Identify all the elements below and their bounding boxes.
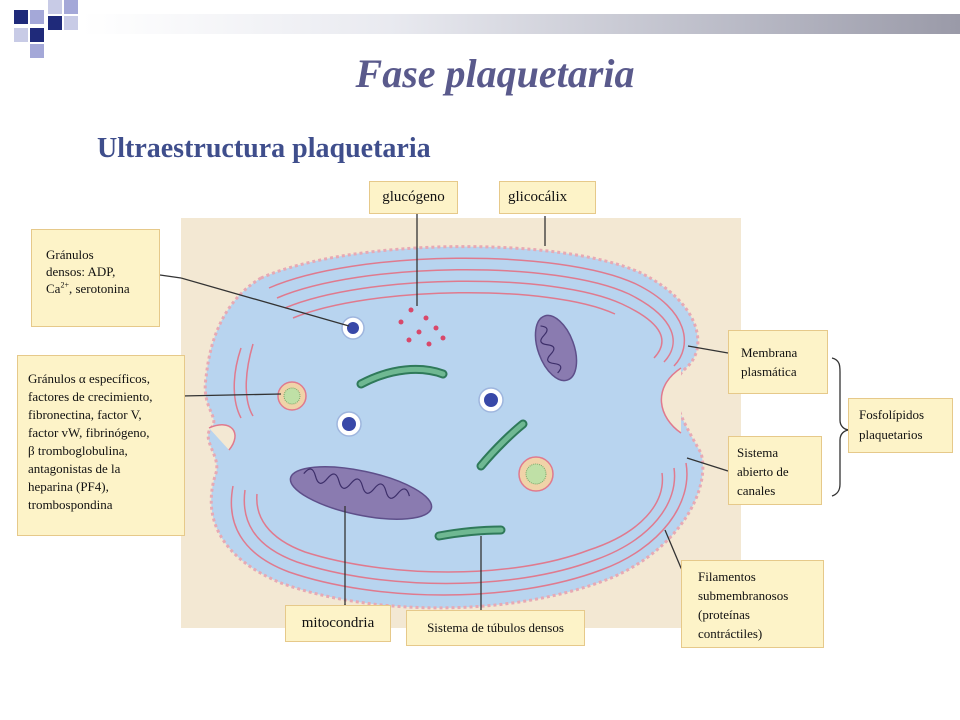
label-dense-tubular-system: Sistema de túbulos densos bbox=[406, 610, 585, 646]
header-square-decoration bbox=[14, 28, 28, 42]
label-line: Sistema bbox=[737, 445, 779, 460]
mitochondrion bbox=[534, 314, 578, 382]
label-line: canales bbox=[737, 483, 776, 498]
label-superscript: 2+ bbox=[60, 280, 69, 290]
label-line: heparina (PF4), bbox=[28, 479, 109, 494]
label-line: factor vW, fibrinógeno, bbox=[28, 425, 150, 440]
label-line: densos: ADP, bbox=[46, 264, 116, 279]
label-fragment: Gránulos bbox=[28, 371, 76, 386]
label-line: antagonistas de la bbox=[28, 461, 121, 476]
label-glycogen-text: glucógeno bbox=[382, 189, 445, 205]
membrane-line bbox=[284, 280, 663, 359]
membrane-line bbox=[245, 343, 254, 417]
label-fragment: Ca bbox=[46, 281, 61, 296]
page-title: Fase plaquetaria bbox=[355, 51, 635, 96]
glycocalix-outline bbox=[203, 245, 705, 610]
label-line: Gránulos α específicos, bbox=[28, 370, 184, 388]
label-mitochondrion: mitocondria bbox=[285, 605, 391, 642]
label-dense-granules: Gránulos densos: ADP, Ca2+, serotonina bbox=[31, 229, 160, 327]
label-fragment: β bbox=[28, 443, 35, 458]
label-line: β tromboglobulina, bbox=[28, 442, 184, 460]
label-line: Membrana bbox=[741, 345, 798, 360]
membrane-line bbox=[233, 347, 242, 419]
label-line: Gránulos bbox=[46, 247, 94, 262]
open-canalicular-system bbox=[660, 367, 682, 434]
label-line: (proteínas bbox=[698, 607, 750, 622]
label-glycocalix: glicocálix bbox=[499, 181, 596, 214]
label-line: submembranosos bbox=[698, 588, 789, 603]
label-fragment: tromboglobulina, bbox=[37, 443, 128, 458]
label-open-canalicular-system: Sistema abierto de canales bbox=[728, 436, 822, 505]
header-square-decoration bbox=[30, 10, 44, 24]
label-dense-tubular-system-text: Sistema de túbulos densos bbox=[427, 620, 564, 635]
label-fragment: específicos, bbox=[88, 371, 150, 386]
label-fragment: α bbox=[78, 371, 86, 386]
label-line: contráctiles) bbox=[698, 626, 763, 641]
label-line: Filamentos bbox=[698, 569, 756, 584]
page-subtitle: Ultraestructura plaquetaria bbox=[97, 133, 431, 164]
header-gradient-bar bbox=[82, 14, 960, 34]
membrane-line bbox=[276, 269, 674, 363]
label-line: plaquetarios bbox=[859, 427, 923, 442]
header-square-decoration bbox=[30, 28, 44, 42]
label-line: factores de crecimiento, bbox=[28, 389, 153, 404]
label-line: Ca2+, serotonina bbox=[46, 280, 159, 297]
label-glycocalix-text: glicocálix bbox=[508, 189, 568, 205]
label-mitochondrion-text: mitocondria bbox=[301, 615, 375, 631]
label-submembrane-filaments: Filamentos submembranosos (proteínas con… bbox=[681, 560, 824, 648]
header-square-decoration bbox=[48, 0, 62, 14]
open-canalicular-system bbox=[208, 424, 236, 451]
membrane-line bbox=[230, 462, 688, 596]
label-fragment: , serotonina bbox=[68, 281, 130, 296]
header-square-decoration bbox=[64, 16, 78, 30]
header-square-decoration bbox=[30, 44, 44, 58]
label-line: fibronectina, factor V, bbox=[28, 407, 142, 422]
label-glycogen: glucógeno bbox=[369, 181, 458, 214]
label-alpha-granules: Gránulos α específicos, factores de crec… bbox=[17, 355, 185, 536]
leader-lines bbox=[181, 218, 729, 628]
label-line: Fosfolípidos bbox=[859, 407, 925, 422]
membrane-line bbox=[292, 291, 616, 319]
label-phospholipids: Fosfolípidos plaquetarios bbox=[848, 398, 953, 453]
label-line: trombospondina bbox=[28, 497, 113, 512]
membrane-line bbox=[243, 467, 676, 585]
label-plasma-membrane: Membrana plasmática bbox=[728, 330, 828, 394]
membrane-line bbox=[256, 472, 664, 573]
label-line: plasmática bbox=[741, 364, 797, 379]
header-square-decoration bbox=[64, 0, 78, 14]
header-square-decoration bbox=[14, 10, 28, 24]
glycogen-particles bbox=[398, 307, 446, 347]
membrane-line bbox=[268, 257, 686, 367]
header-square-decoration bbox=[48, 16, 62, 30]
platelet-diagram bbox=[181, 218, 741, 628]
label-line: abierto de bbox=[737, 464, 789, 479]
